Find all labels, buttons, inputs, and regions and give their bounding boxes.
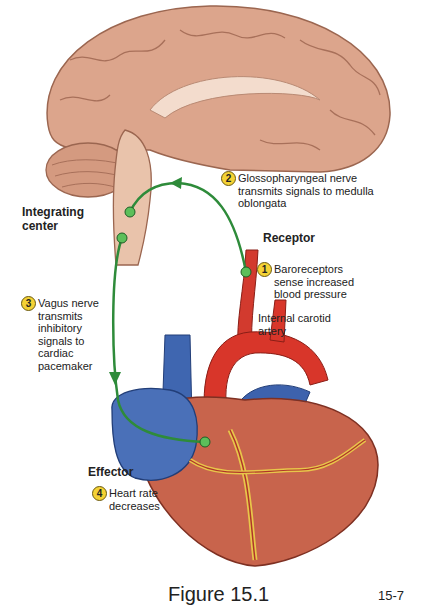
corpus-callosum <box>150 77 320 118</box>
coronary-fat <box>190 440 365 473</box>
step-text: Vagus nerve transmits inhibitory signals… <box>38 296 103 372</box>
gyrus-line <box>260 140 320 150</box>
gyrus-line <box>180 30 285 38</box>
glossopharyngeal-nerve <box>130 183 246 272</box>
vagus-nerve <box>113 238 205 442</box>
nerve-synapses <box>117 207 251 447</box>
role-label: Receptor <box>263 232 343 246</box>
role-label: Effector <box>88 466 168 480</box>
callout-number: 2 <box>221 171 236 186</box>
callout-step: 4Heart rate decreases <box>92 486 172 512</box>
callout-step: 3Vagus nerve transmits inhibitory signal… <box>21 296 103 372</box>
nerve-arrowhead <box>170 177 182 189</box>
callout-number: 4 <box>92 486 107 501</box>
synapse-dot <box>125 207 135 217</box>
page-number: 15-7 <box>378 590 428 603</box>
synapse-dot <box>200 437 210 447</box>
callout-number: 3 <box>21 296 36 311</box>
callout-step: 2Glossopharyngeal nerve transmits signal… <box>221 171 396 210</box>
folia-line <box>62 183 118 188</box>
synapse-dot <box>117 233 127 243</box>
folia-line <box>55 172 124 177</box>
step-text: Glossopharyngeal nerve transmits signals… <box>238 171 396 210</box>
step-text: Baroreceptors sense increased blood pres… <box>274 262 369 301</box>
folia-line <box>52 160 125 165</box>
step-text: Heart rate decreases <box>109 486 172 512</box>
coronary-fat <box>230 430 255 560</box>
synapse-dot <box>241 267 251 277</box>
callout-number: 1 <box>257 262 272 277</box>
coronary-vessel <box>190 440 365 473</box>
gyrus-line <box>300 40 380 95</box>
callout-step: 1Baroreceptors sense increased blood pre… <box>257 262 369 301</box>
gyrus-line <box>70 40 165 61</box>
nerve-arrowhead <box>109 372 121 385</box>
role-label: Integrating center <box>22 206 102 233</box>
coronary-vessel <box>230 430 255 560</box>
figure-caption: Figure 15.1 <box>168 583 328 606</box>
gyrus-line <box>330 110 375 135</box>
brain-gyri <box>60 30 380 150</box>
gyrus-line <box>60 95 110 101</box>
part-label: Internal carotid artery <box>258 312 348 337</box>
